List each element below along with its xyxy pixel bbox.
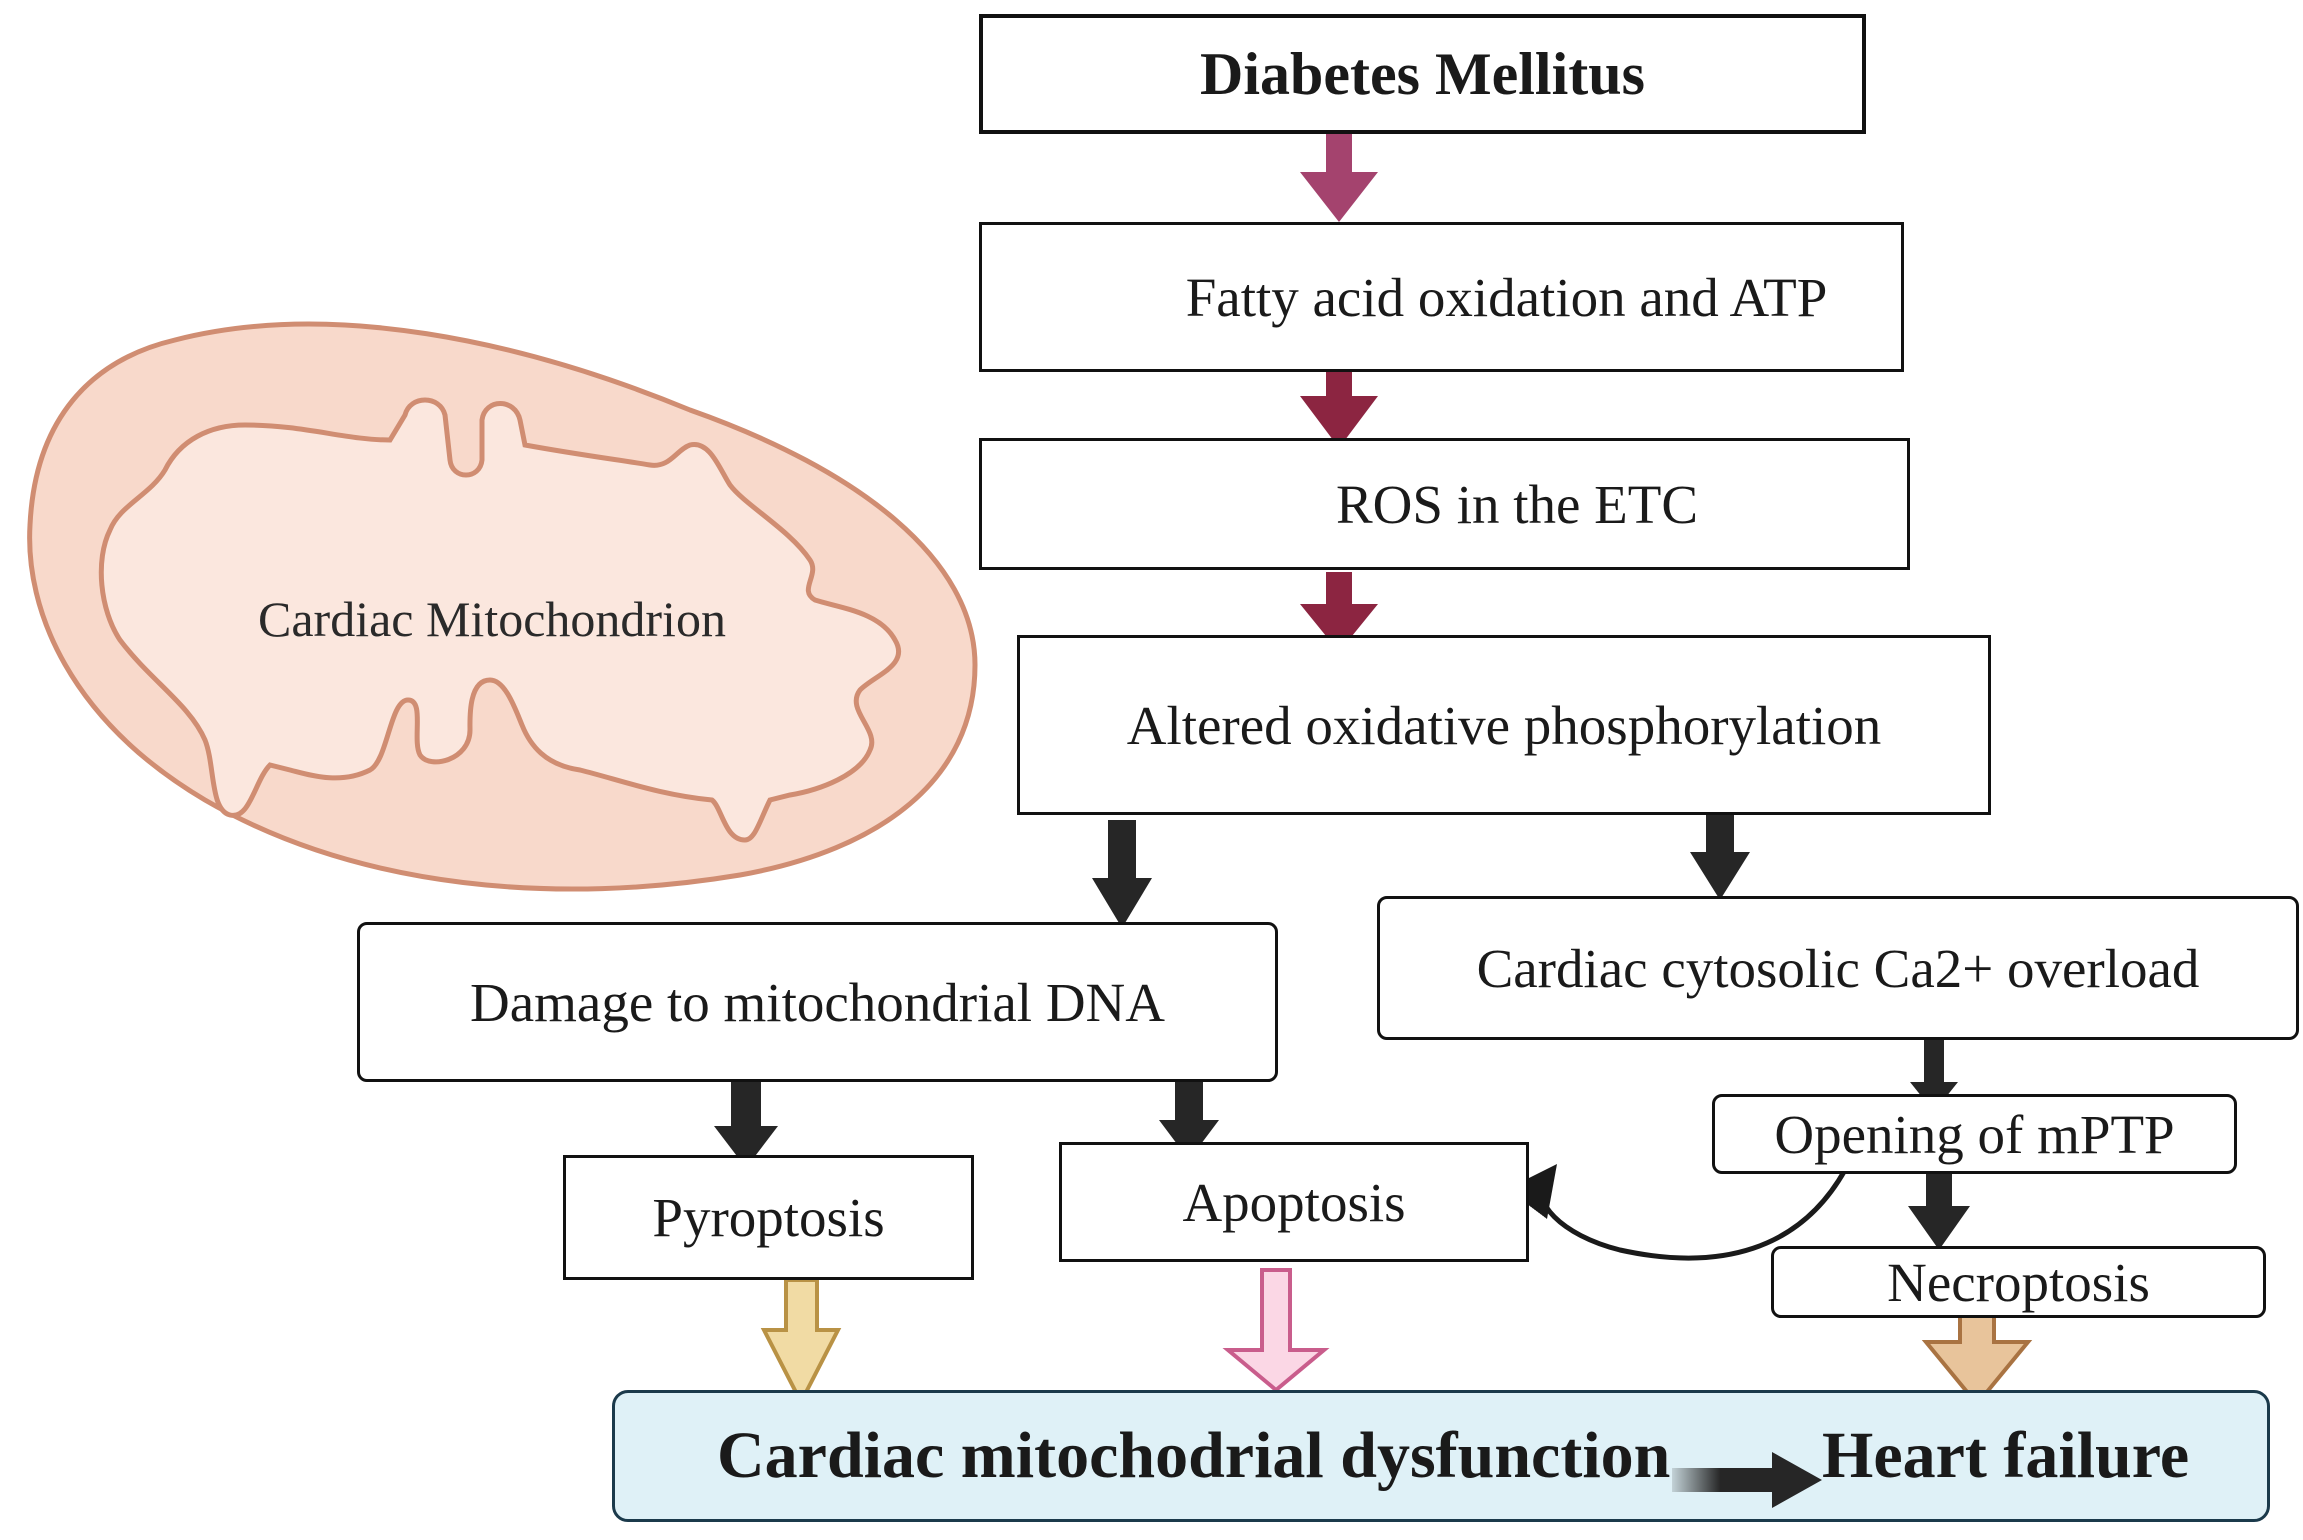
node-mptp-opening: Opening of mPTP <box>1712 1094 2237 1174</box>
arrow-mtdna-to-pyroptosis <box>714 1082 778 1168</box>
arrow-diabetes-to-fatty-acid <box>1300 132 1378 222</box>
node-diabetes-mellitus: Diabetes Mellitus <box>979 14 1866 134</box>
node-ros-etc: ROS in the ETC <box>979 438 1910 570</box>
outcome-heart-failure-label: Heart failure <box>1822 1419 2190 1492</box>
node-ros-label: ROS in the ETC <box>1335 473 1699 535</box>
mitochondrion-inner-membrane <box>98 397 902 843</box>
arrow-pyroptosis-to-outcome <box>760 1278 842 1407</box>
mitochondrion-illustration <box>27 321 978 892</box>
node-altered-oxphos: Altered oxidative phosphorylation <box>1017 635 1991 815</box>
mitochondrion-label: Cardiac Mitochondrion <box>258 591 726 647</box>
node-mtdna-damage: Damage to mitochondrial DNA <box>357 922 1278 1082</box>
arrow-dysfunction-to-heart-failure <box>1672 1452 1822 1508</box>
arrow-apoptosis-to-outcome <box>1222 1268 1330 1393</box>
arrow-mtdna-to-apoptosis <box>1159 1082 1219 1160</box>
node-apoptosis: Apoptosis <box>1059 1142 1529 1262</box>
arrow-necroptosis-to-outcome <box>1921 1314 2033 1408</box>
node-fatty-acid-label: Fatty acid oxidation and ATP <box>1185 266 1828 328</box>
node-calcium-overload: Cardiac cytosolic Ca2+ overload <box>1377 896 2299 1040</box>
node-necroptosis: Necroptosis <box>1771 1246 2266 1318</box>
outcome-box <box>612 1390 2270 1522</box>
arrow-mptp-to-necroptosis <box>1908 1172 1970 1250</box>
arrow-ros-to-oxphos <box>1300 572 1378 652</box>
arrow-oxphos-to-calcium <box>1690 812 1750 900</box>
node-pyroptosis: Pyroptosis <box>563 1155 974 1280</box>
curved-arrow-mptp-to-apoptosis <box>1507 1163 1848 1261</box>
arrow-oxphos-to-mtdna <box>1092 820 1152 928</box>
outcome-dysfunction-label: Cardiac mitochodrial dysfunction <box>717 1419 1671 1492</box>
node-fatty-acid-oxidation: Fatty acid oxidation and ATP <box>979 222 1904 372</box>
